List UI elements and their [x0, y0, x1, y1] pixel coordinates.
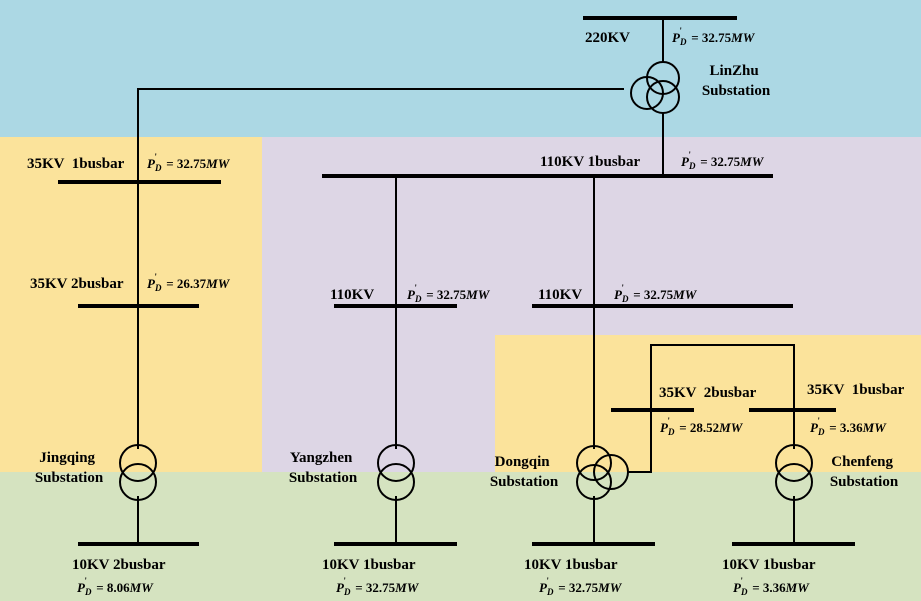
label-yangzhen-110kv: 110KV [330, 287, 374, 303]
transformer-chenfeng-icon [775, 444, 813, 501]
pd-chenfeng-35kv: PD' = 3.36MW [810, 416, 887, 437]
wire-dongqin-tertiary [628, 344, 795, 473]
label-yangzhen-substation: Yangzhen Substation [289, 450, 358, 486]
label-jingqing-substation: Jingqing Substation [35, 450, 104, 486]
region-220kv [0, 0, 921, 137]
label-dongqin-35kv-2busbar: 35KV 2busbar [659, 385, 757, 401]
label-110kv-1busbar: 110KV 1busbar [540, 154, 641, 170]
pd-yangzhen-110kv: PD' = 32.75MW [407, 283, 491, 304]
wires [137, 18, 795, 544]
label-jingqing-35kv-2busbar: 35KV 2busbar [30, 276, 124, 292]
label-220kv: 220KV [585, 30, 630, 46]
transformer-dongqin-icon [576, 445, 629, 500]
region-10kv [0, 472, 921, 601]
label-chenfeng-10kv-1busbar: 10KV 1busbar [722, 557, 816, 573]
pd-dongqin-10kv: PD' = 32.75MW [539, 576, 623, 597]
pd-dongqin-35kv: PD' = 28.52MW [660, 416, 744, 437]
label-linzhu-substation: LinZhu Substation [702, 63, 771, 99]
pd-dongqin-110kv: PD' = 32.75MW [614, 283, 698, 304]
transformer-yangzhen-icon [377, 444, 415, 501]
transformer-linzhu-icon [630, 61, 680, 114]
pd-jingqing-35kv-1busbar: PD' = 32.75MW [147, 152, 231, 173]
label-dongqin-110kv: 110KV [538, 287, 582, 303]
label-chenfeng-35kv-1busbar: 35KV 1busbar [807, 382, 905, 398]
label-jingqing-10kv-2busbar: 10KV 2busbar [72, 557, 166, 573]
label-chenfeng-substation: Chenfeng Substation [830, 454, 899, 490]
label-yangzhen-10kv-1busbar: 10KV 1busbar [322, 557, 416, 573]
wire-linzhu-to-jingqing [137, 88, 624, 449]
region-35kv-right [495, 335, 921, 472]
pd-110kv-1busbar: PD' = 32.75MW [681, 150, 765, 171]
pd-jingqing-10kv: PD' = 8.06MW [77, 576, 154, 597]
pd-220kv: PD' = 32.75MW [672, 26, 756, 47]
pd-chenfeng-10kv: PD' = 3.36MW [733, 576, 810, 597]
pd-yangzhen-10kv: PD' = 32.75MW [336, 576, 420, 597]
label-dongqin-substation: Dongqin Substation [490, 454, 559, 490]
pd-jingqing-35kv-2busbar: PD' = 26.37MW [147, 272, 231, 293]
transformer-jingqing-icon [119, 444, 157, 501]
label-jingqing-35kv-1busbar: 35KV 1busbar [27, 156, 125, 172]
label-dongqin-10kv-1busbar: 10KV 1busbar [524, 557, 618, 573]
busbars [58, 16, 855, 546]
